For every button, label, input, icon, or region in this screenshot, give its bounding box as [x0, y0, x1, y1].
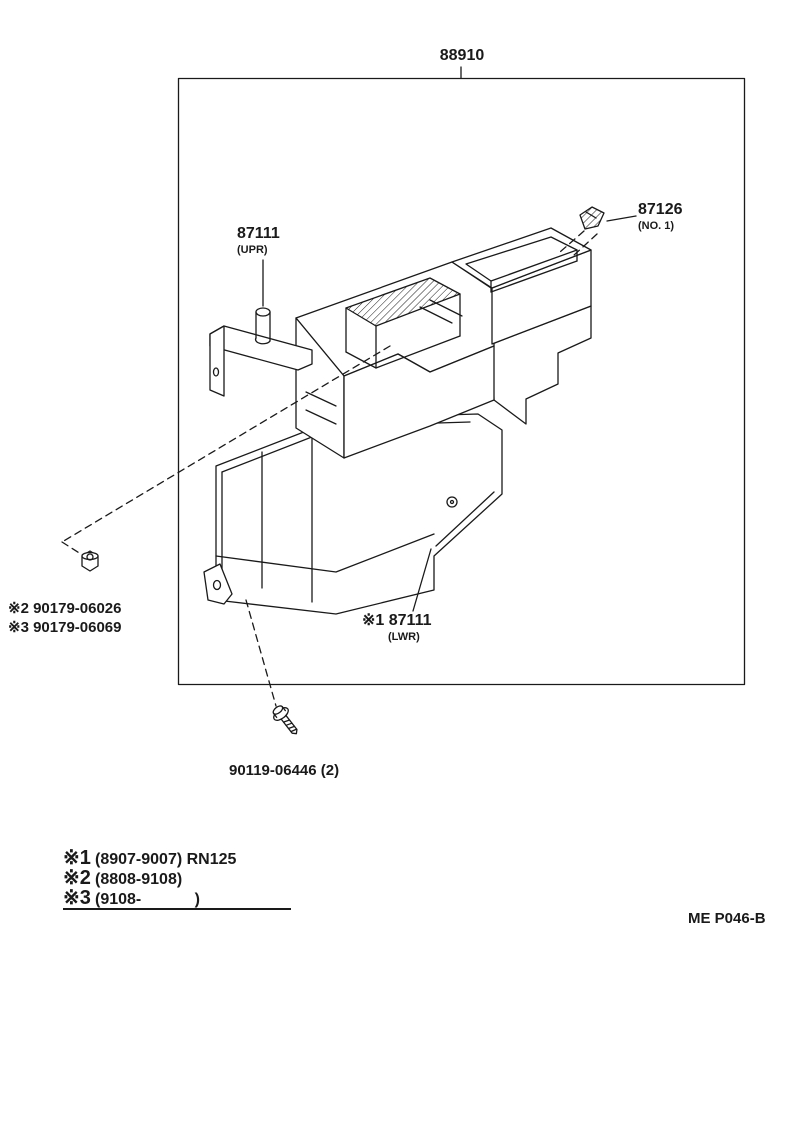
- part-sub-label: (NO. 1): [638, 219, 675, 232]
- construction-lines: [61, 230, 598, 707]
- part-number: 87126: [638, 201, 683, 218]
- callout-87126: 87126 (NO. 1): [638, 201, 683, 232]
- nut-drawing: [81, 550, 99, 572]
- clip-drawing: [579, 206, 605, 230]
- part-number: 87111: [237, 225, 280, 242]
- legend-ref-mark: ※2: [63, 867, 91, 889]
- part-number: 88910: [439, 47, 485, 64]
- diagram-frame-border: [177, 66, 746, 686]
- part-number: ※1 87111: [362, 612, 432, 629]
- legend-ref-mark: ※3: [63, 887, 91, 909]
- callout-87111-upr: 87111 (UPR): [237, 225, 280, 256]
- legend-range: (9108- ): [95, 891, 200, 908]
- part-number: ※2 90179-06026: [8, 600, 122, 617]
- callout-fasteners: ※2 90179-06026 ※3 90179-06069: [8, 601, 122, 639]
- legend-range: (8808-9108): [95, 871, 183, 888]
- legend-row: ※3 (9108- ): [63, 885, 291, 909]
- callout-87111-lwr: ※1 87111 (LWR): [362, 612, 432, 643]
- part-sub-label: (UPR): [237, 243, 268, 256]
- legend-row: ※2 (8808-9108): [63, 865, 291, 889]
- applicability-legend: ※1 (8907-9007) RN125 ※2 (8808-9108) ※3 (…: [63, 845, 291, 910]
- part-number: 90119-06446 (2): [229, 762, 340, 779]
- part-number: ※3 90179-06069: [8, 618, 122, 636]
- legend-row: ※1 (8907-9007) RN125: [63, 845, 291, 869]
- legend-ref-mark: ※1: [63, 847, 91, 869]
- duct-opening-drawing: [451, 227, 592, 345]
- upper-case-drawing: [295, 261, 592, 459]
- callout-screw: 90119-06446 (2): [229, 763, 339, 779]
- leader-lines: [262, 215, 637, 612]
- part-sub-label: (LWR): [388, 630, 420, 643]
- bracket-arm-drawing: [209, 307, 313, 397]
- screw-drawing: [272, 705, 298, 735]
- legend-range: (8907-9007) RN125: [95, 851, 237, 868]
- page-code: ME P046-B: [688, 910, 766, 927]
- callout-88910: 88910: [433, 47, 491, 65]
